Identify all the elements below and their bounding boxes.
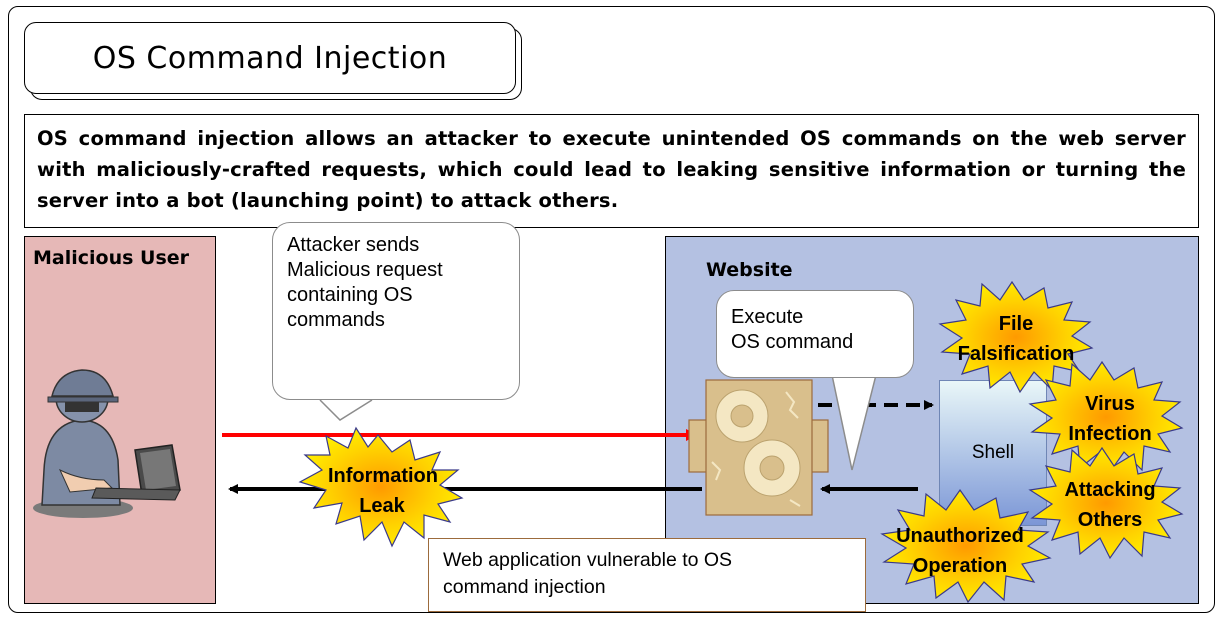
attacker-bubble: Attacker sends Malicious request contain… [272,222,520,400]
attacking-others-label: Attacking Others [1050,478,1170,532]
attacking-others-burst [1028,446,1184,560]
webapp-callout-line: command injection [443,576,606,598]
malicious-user-panel: Malicious User [24,236,216,604]
website-label: Website [706,259,793,281]
burst-text: Attacking [1064,479,1156,501]
burst-text: Operation [912,555,1008,577]
burst-text: Unauthorized [896,525,1024,547]
page-title: OS Command Injection [24,22,516,94]
hacker-icon [33,369,181,518]
burst-text: File [998,313,1034,335]
information-leak-label: Information Leak [328,464,438,518]
description-text: OS command injection allows an attacker … [24,114,1199,228]
burst-text: Others [1077,509,1143,531]
shell-label: Shell [971,442,1015,463]
execute-bubble-line: OS command [731,331,854,353]
webapp-callout-line: Web application vulnerable to OS [443,549,733,571]
attacker-bubble-line: Malicious request [287,259,443,281]
burst-text: Falsification [957,343,1075,365]
file-falsification-burst [938,280,1094,394]
malicious-user-label: Malicious User [33,247,190,269]
burst-text: Information [328,465,438,487]
execute-bubble: Execute OS command [716,290,914,378]
burst-text: Infection [1068,423,1152,445]
burst-text: Virus [1085,393,1135,415]
attacker-bubble-line: Attacker sends [287,234,420,256]
file-falsification-label: File Falsification [956,312,1076,366]
attacker-bubble-line: containing OS [287,284,413,306]
burst-text: Leak [359,495,405,517]
attacker-bubble-line: commands [287,309,385,331]
unauthorized-operation-label: Unauthorized Operation [890,524,1030,578]
virus-infection-label: Virus Infection [1050,392,1170,446]
information-leak-burst [298,426,464,548]
webapp-gear-icon [688,379,829,516]
webapp-callout: Web application vulnerable to OS command… [428,538,866,612]
execute-bubble-line: Execute [731,306,804,328]
outer-frame [8,6,1215,613]
unauthorized-operation-burst [880,488,1052,604]
